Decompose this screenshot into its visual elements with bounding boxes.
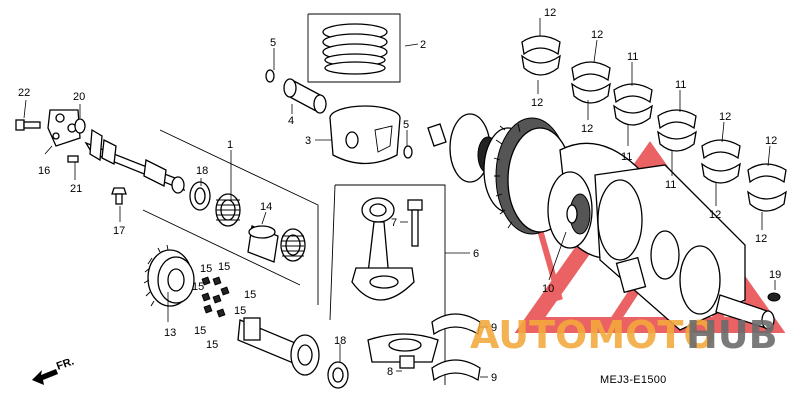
callout-15-b: 15 <box>218 261 230 273</box>
callout-10: 10 <box>542 283 554 295</box>
piston-assembly <box>265 13 481 385</box>
callout-11-a: 11 <box>627 51 638 63</box>
piston-rings <box>307 13 401 83</box>
callout-14: 14 <box>260 201 272 213</box>
callout-1: 1 <box>227 139 233 151</box>
shaft-assembly <box>15 109 349 389</box>
needle-bearing-2 <box>280 228 306 262</box>
callout-15-f: 15 <box>194 325 206 337</box>
callout-19: 19 <box>769 269 781 281</box>
watermark-text: AUTOMOTO HUB <box>470 313 778 357</box>
callout-11-d: 11 <box>665 179 676 191</box>
callout-12-h: 12 <box>755 233 767 245</box>
watermark-text-part1: AUTOMOTO <box>470 313 716 357</box>
callout-labels: 1 2 3 4 5 5 6 7 8 9 9 10 11 11 11 11 12 … <box>18 7 781 384</box>
callout-15-d: 15 <box>244 289 256 301</box>
rod-cap <box>367 333 439 363</box>
bolt <box>15 119 41 131</box>
callout-12-a: 12 <box>544 7 556 19</box>
rod-nut <box>399 355 415 369</box>
callout-15-e: 15 <box>234 305 246 317</box>
callout-16: 16 <box>38 165 50 177</box>
callout-22: 22 <box>18 87 30 99</box>
callout-11-b: 11 <box>621 151 632 163</box>
damper-rubbers <box>201 276 230 318</box>
callout-2: 2 <box>420 39 426 51</box>
callout-15-a: 15 <box>200 263 212 275</box>
callout-12-e: 12 <box>719 111 731 123</box>
callout-9-lower: 9 <box>491 372 497 384</box>
callout-15-c: 15 <box>192 281 204 293</box>
leader-lines <box>23 18 776 378</box>
output-hub <box>237 317 320 376</box>
drive-gear <box>143 244 195 307</box>
callout-9-upper: 9 <box>491 322 497 334</box>
connecting-rod <box>351 197 415 301</box>
callout-5-top: 5 <box>270 37 276 49</box>
main-bearings <box>521 35 787 212</box>
callout-5-right: 5 <box>403 119 409 131</box>
callout-20: 20 <box>73 91 85 103</box>
screw <box>111 187 127 205</box>
callout-8: 8 <box>387 366 393 378</box>
callout-15-g: 15 <box>206 339 218 351</box>
callout-18-upper: 18 <box>196 165 208 177</box>
drawing-code: MEJ3-E1500 <box>600 374 667 386</box>
needle-bearing <box>215 193 241 227</box>
callout-21: 21 <box>70 183 82 195</box>
callout-18-lower: 18 <box>334 335 346 347</box>
piston <box>329 105 401 165</box>
callout-12-g: 12 <box>765 135 777 147</box>
callout-12-d: 12 <box>581 123 593 135</box>
watermark-text-part2: HUB <box>686 313 778 357</box>
callout-13: 13 <box>164 327 176 339</box>
callout-7: 7 <box>391 217 397 229</box>
front-arrow-label: FR. <box>55 355 76 372</box>
piston-pin <box>283 78 327 114</box>
front-direction-arrow: FR. <box>32 355 76 385</box>
rod-bearings <box>431 313 481 382</box>
callout-12-b: 12 <box>531 97 543 109</box>
crankshaft <box>427 113 781 331</box>
callout-4: 4 <box>288 115 294 127</box>
callout-11-c: 11 <box>675 79 686 91</box>
rod-bolt <box>407 199 423 247</box>
callout-17: 17 <box>113 225 125 237</box>
callout-3: 3 <box>305 135 311 147</box>
callout-6: 6 <box>473 248 479 260</box>
callout-12-f: 12 <box>709 209 721 221</box>
callout-12-c: 12 <box>591 29 603 41</box>
